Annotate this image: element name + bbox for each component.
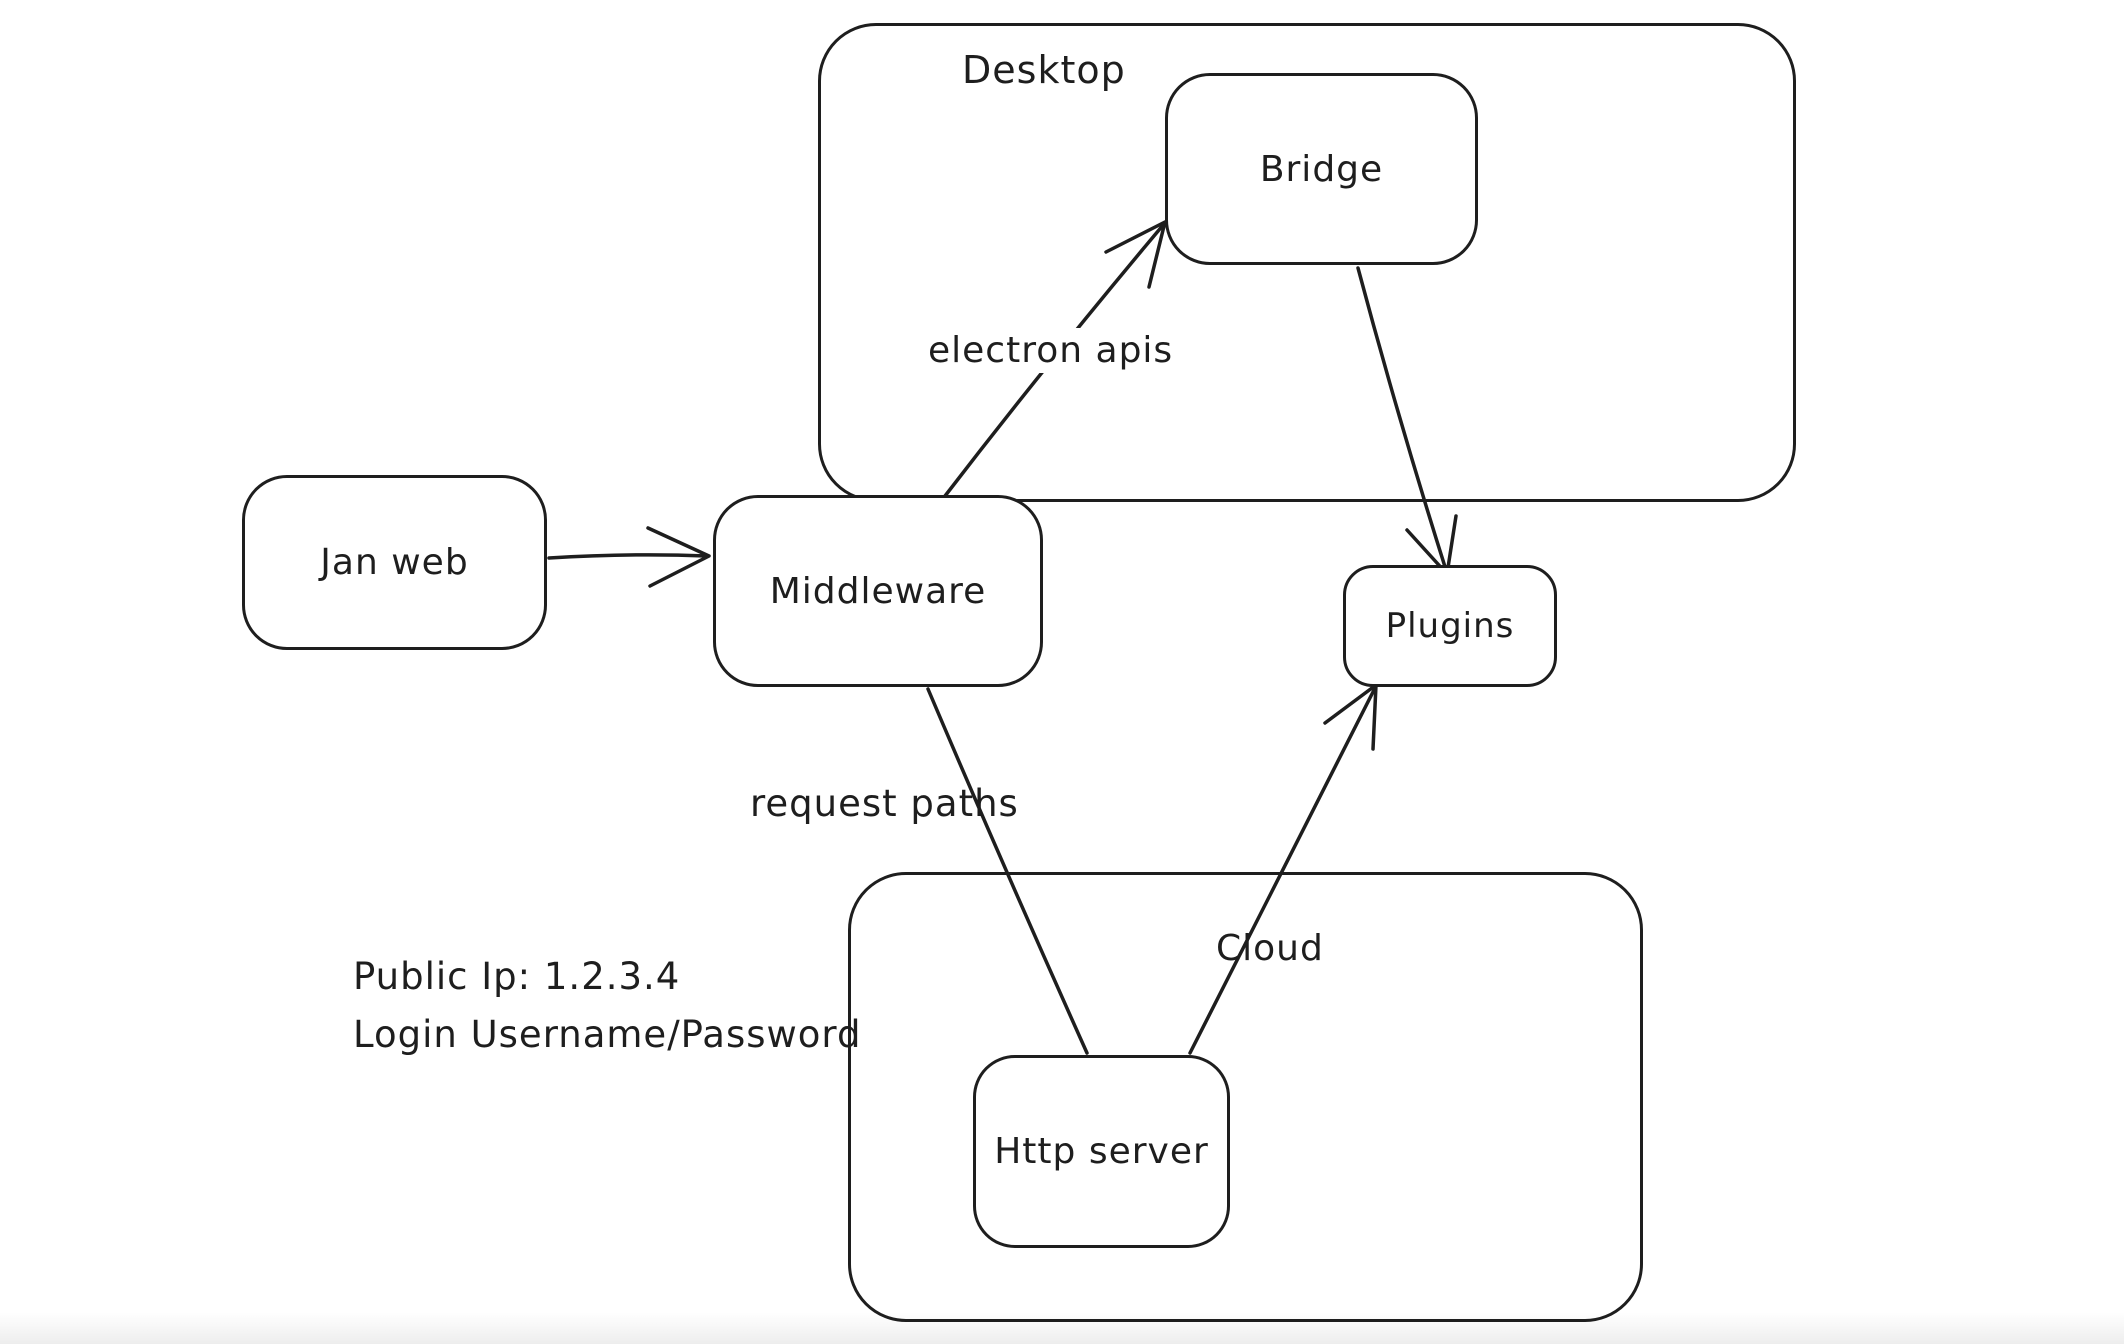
node-http-server-label: Http server: [994, 1131, 1209, 1172]
node-middleware[interactable]: Middleware: [713, 495, 1043, 687]
edge-bridge-to-plugins[interactable]: [1356, 266, 1458, 576]
node-jan-web-label: Jan web: [320, 542, 469, 583]
node-jan-web[interactable]: Jan web: [242, 475, 547, 650]
node-middleware-label: Middleware: [769, 570, 987, 612]
container-desktop[interactable]: [818, 23, 1796, 502]
node-plugins[interactable]: Plugins: [1343, 565, 1557, 687]
credentials-annotation[interactable]: Public Ip: 1.2.3.4 Login Username/Passwo…: [353, 948, 861, 1064]
annotation-public-ip: Public Ip: 1.2.3.4: [353, 955, 681, 998]
container-cloud[interactable]: [848, 872, 1643, 1322]
edge-label-request-paths[interactable]: request paths: [750, 782, 1019, 825]
node-plugins-label: Plugins: [1385, 606, 1515, 646]
node-bridge-label: Bridge: [1259, 148, 1384, 190]
node-bridge[interactable]: Bridge: [1165, 73, 1478, 265]
edge-httpserver-to-plugins[interactable]: [1188, 683, 1378, 1055]
node-http-server[interactable]: Http server: [973, 1055, 1230, 1248]
container-desktop-label[interactable]: Desktop: [962, 48, 1126, 92]
edge-label-electron-apis[interactable]: electron apis: [918, 328, 1184, 373]
edge-middleware-to-httpserver[interactable]: [926, 687, 1089, 1055]
edge-janweb-to-middleware[interactable]: [547, 526, 711, 588]
annotation-login: Login Username/Password: [353, 1013, 862, 1056]
container-cloud-label[interactable]: Cloud: [1216, 928, 1324, 969]
arrowhead-icon: [646, 526, 711, 588]
